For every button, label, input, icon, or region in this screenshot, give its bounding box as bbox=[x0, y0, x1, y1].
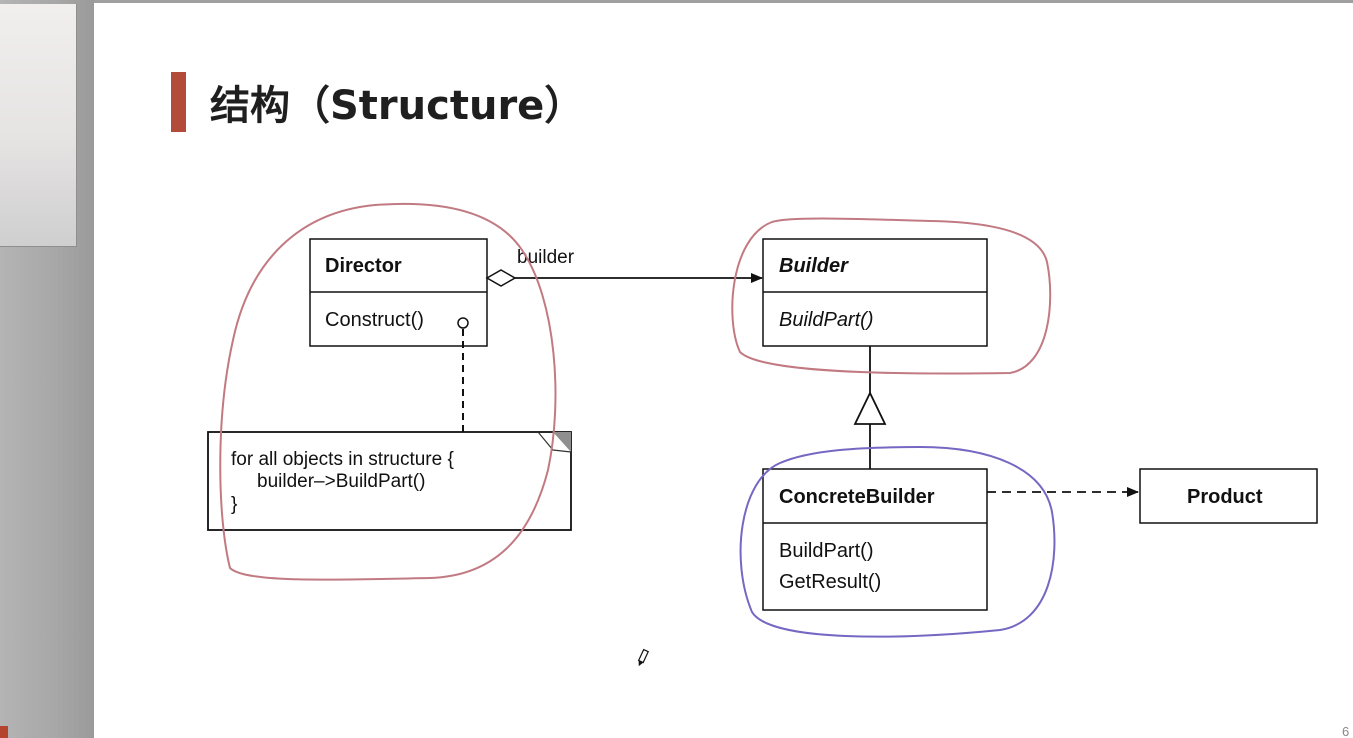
pen-cursor-icon bbox=[637, 648, 650, 667]
note-line-3: } bbox=[231, 494, 237, 515]
note-line-1: for all objects in structure { bbox=[231, 449, 454, 470]
red-annotation-circle-builder bbox=[731, 217, 1052, 375]
concrete-builder-operation-1: BuildPart() bbox=[779, 540, 873, 562]
director-operation: Construct() bbox=[325, 309, 424, 331]
slide-title: 结构（Structure） bbox=[210, 83, 585, 129]
title-accent-bar bbox=[171, 72, 186, 132]
slide-thumbnail[interactable] bbox=[0, 4, 77, 247]
builder-operation: BuildPart() bbox=[779, 309, 873, 331]
slide-thumbnail-panel bbox=[0, 0, 94, 738]
builder-class: Builder BuildPart() bbox=[762, 238, 988, 347]
thumbnail-marker bbox=[0, 726, 8, 738]
director-class-name: Director bbox=[325, 255, 402, 277]
note-anchor-circle bbox=[457, 317, 469, 329]
inheritance-relation bbox=[853, 346, 887, 469]
aggregation-association: builder bbox=[485, 247, 763, 287]
construct-note: for all objects in structure { builder–>… bbox=[207, 431, 572, 531]
slide-top-edge bbox=[94, 0, 1353, 3]
product-class: Product bbox=[1139, 468, 1318, 524]
page-number: 6 bbox=[1342, 724, 1350, 738]
inheritance-triangle bbox=[853, 390, 887, 425]
blue-annotation-circle-concrete-builder bbox=[739, 445, 1056, 638]
director-class: Director Construct() bbox=[309, 238, 488, 347]
concrete-builder-class: ConcreteBuilder BuildPart() GetResult() bbox=[762, 468, 988, 611]
concrete-builder-class-name: ConcreteBuilder bbox=[779, 486, 935, 508]
builder-class-name: Builder bbox=[779, 255, 849, 277]
concrete-builder-operation-2: GetResult() bbox=[779, 571, 881, 593]
note-line-2: builder–>BuildPart() bbox=[257, 471, 425, 492]
association-label: builder bbox=[517, 247, 575, 268]
aggregation-diamond bbox=[485, 269, 517, 287]
product-class-name: Product bbox=[1187, 486, 1263, 508]
red-annotation-circle-director bbox=[219, 202, 557, 581]
